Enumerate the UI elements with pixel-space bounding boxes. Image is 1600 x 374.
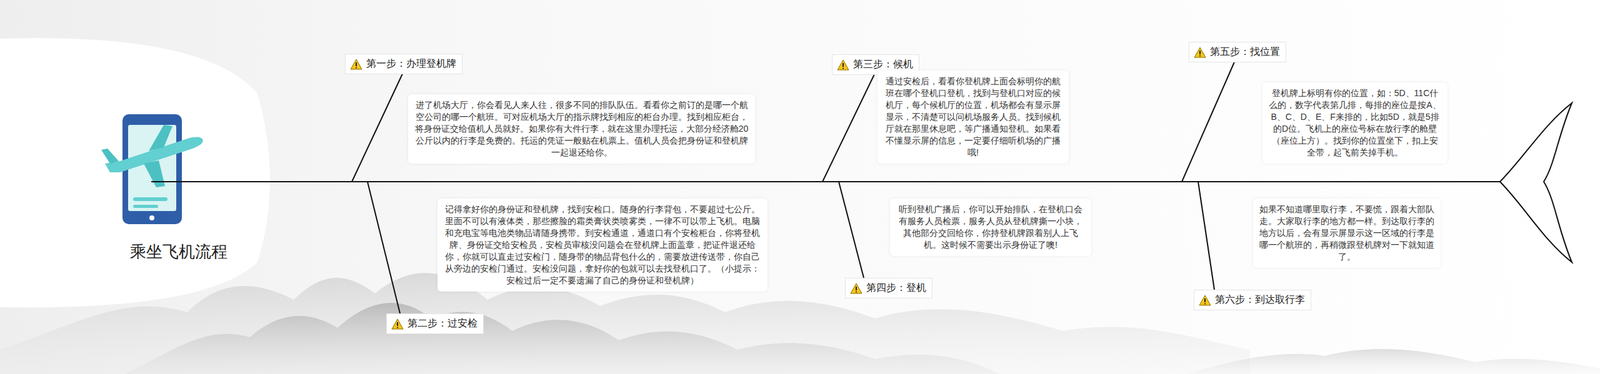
- step-title: 第四步：登机: [866, 281, 927, 295]
- fish-spine: [151, 181, 1500, 183]
- step-title: 第六步：到达取行李: [1215, 293, 1305, 307]
- diagram-title: 乘坐飞机流程: [130, 241, 228, 264]
- warning-icon: [1193, 46, 1207, 59]
- mountains-near: [125, 303, 1000, 374]
- step-label: 第一步：办理登机牌: [345, 53, 463, 75]
- step-label: 第六步：到达取行李: [1193, 290, 1312, 311]
- step-body: 通过安检后，看看你登机牌上面会标明你的航班在哪个登机口登机，找到与登机口对应的候…: [877, 70, 1069, 164]
- fish-bones: [351, 60, 1235, 314]
- step-text: 通过安检后，看看你登机牌上面会标明你的航班在哪个登机口登机，找到与登机口对应的候…: [883, 75, 1063, 159]
- step-text: 听到登机广播后，你可以开始排队，在登机口会有服务人员检票，服务人员从登机牌撕一小…: [896, 203, 1085, 252]
- fish-tail: [1500, 103, 1572, 263]
- step-text: 进了机场大厅，你会看见人来人往，很多不同的排队队伍。看看你之前订的是哪一个航空公…: [414, 99, 749, 159]
- step-label: 第二步：过安检: [386, 313, 484, 335]
- step-label: 第四步：登机: [845, 278, 933, 299]
- step-title: 第五步：找位置: [1210, 45, 1280, 59]
- step-text: 如果不知道哪里取行李，不要慌，跟着大部队走。大家取行李的地方都一样。到达取行李的…: [1259, 203, 1435, 264]
- step-body: 登机牌上标明有你的位置，如：5D、11C什么的，数字代表第几排，每排的座位是按A…: [1262, 82, 1448, 164]
- step-text: 登机牌上标明有你的位置，如：5D、11C什么的，数字代表第几排，每排的座位是按A…: [1268, 87, 1442, 159]
- step-text: 记得拿好你的身份证和登机牌，找到安检口。随身的行李背包，不要超过七公斤。里面不可…: [443, 203, 762, 287]
- step-title: 第二步：过安检: [407, 317, 478, 331]
- plane-phone-icon: [101, 114, 204, 225]
- warning-icon: [1198, 295, 1212, 307]
- step-body: 听到登机广播后，你可以开始排队，在登机口会有服务人员检票，服务人员从登机牌撕一小…: [890, 198, 1092, 257]
- step-label: 第五步：找位置: [1188, 41, 1287, 63]
- fish-head: [0, 38, 270, 308]
- step-body: 如果不知道哪里取行李，不要慌，跟着大部队走。大家取行李的地方都一样。到达取行李的…: [1253, 198, 1441, 269]
- warning-icon: [850, 283, 863, 295]
- step-title: 第三步：候机: [853, 58, 914, 72]
- warning-icon: [836, 59, 850, 71]
- step-title: 第一步：办理登机牌: [366, 57, 457, 71]
- step-body: 记得拿好你的身份证和登机牌，找到安检口。随身的行李背包，不要超过七公斤。里面不可…: [437, 198, 768, 292]
- warning-icon: [350, 58, 363, 70]
- mountains-right: [1187, 349, 1600, 374]
- step-body: 进了机场大厅，你会看见人来人往，很多不同的排队队伍。看看你之前订的是哪一个航空公…: [408, 94, 755, 164]
- warning-icon: [391, 318, 404, 330]
